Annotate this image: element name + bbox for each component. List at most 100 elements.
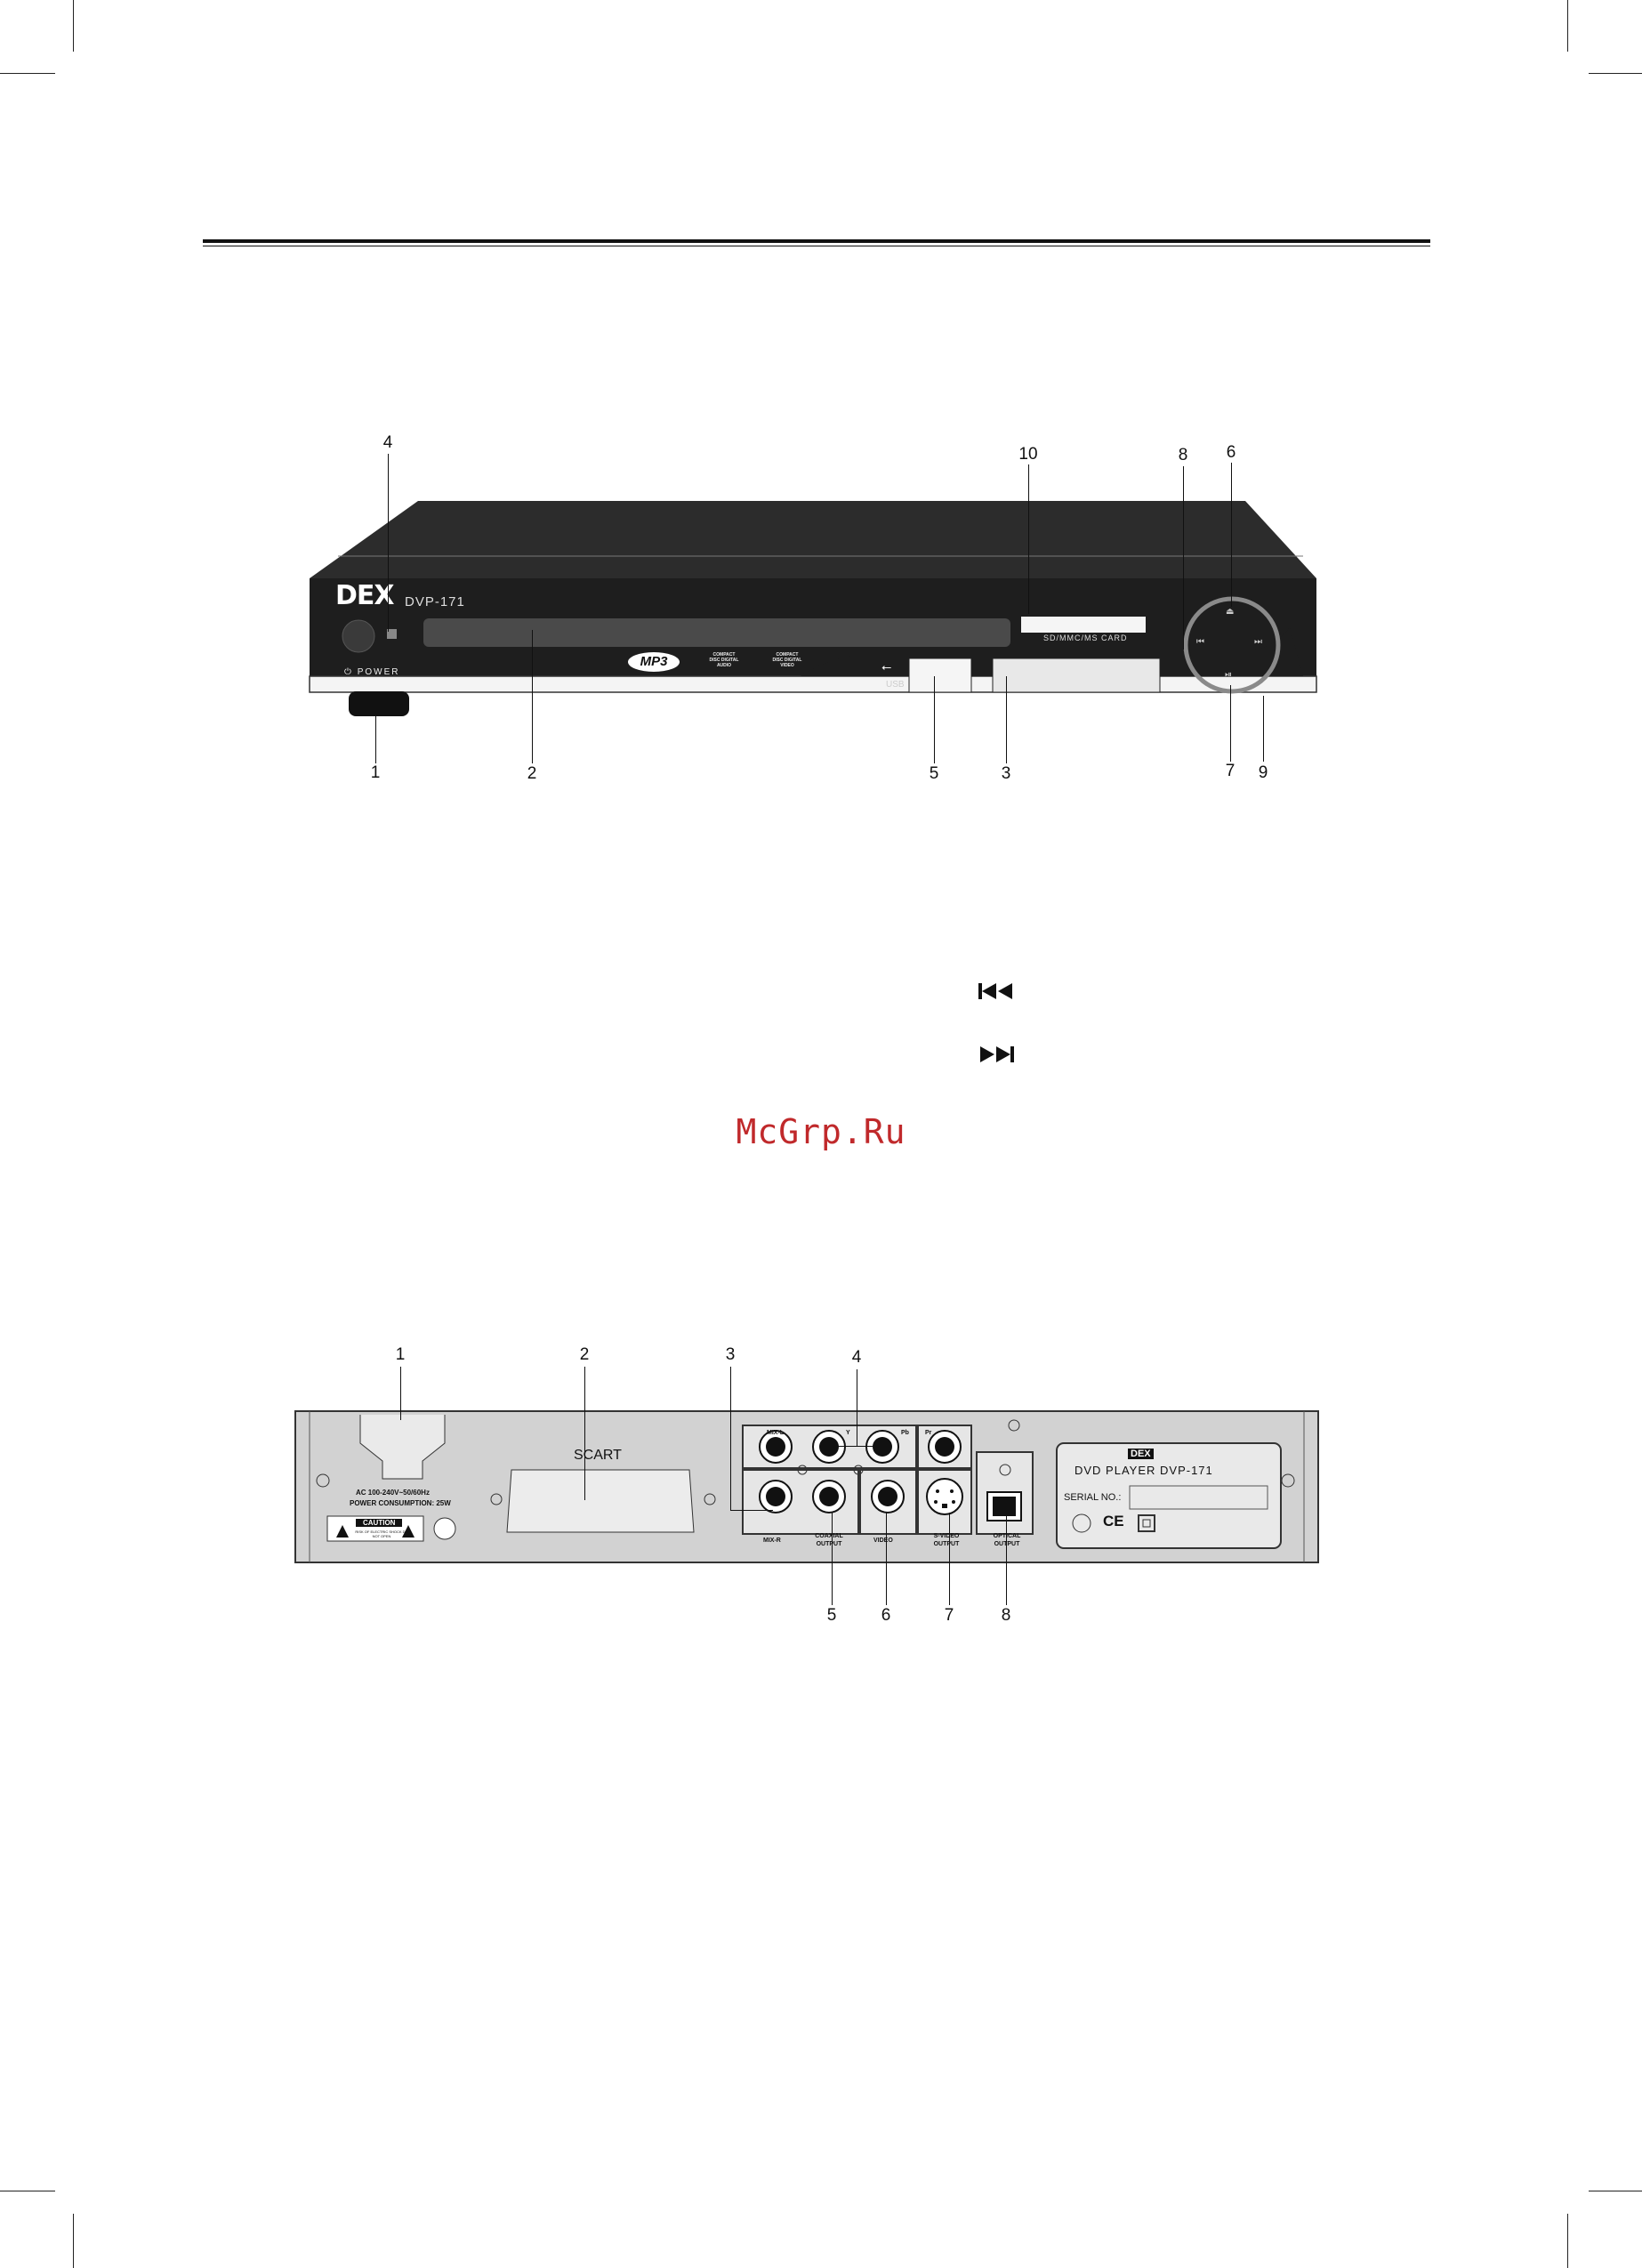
recycle-icon (1072, 1513, 1091, 1533)
rear-leader-5 (832, 1513, 833, 1605)
front-callout-7: 7 (1225, 762, 1236, 780)
ir-window (387, 629, 397, 639)
caution-sublabel: RISK OF ELECTRIC SHOCK DO NOT OPEN (355, 1529, 408, 1538)
front-callout-10: 10 (1018, 445, 1038, 464)
ac-rating-line2: POWER CONSUMPTION: 25W (350, 1499, 451, 1507)
previous-track-icon (978, 983, 1012, 999)
scart-label: SCART (574, 1448, 622, 1463)
optical-screw (999, 1464, 1011, 1476)
double-insulation-icon (1138, 1514, 1155, 1532)
front-leader-7 (1230, 685, 1231, 762)
disc-logo-video: COMPACT DISC DIGITAL VIDEO (772, 652, 802, 668)
rear-leader-4-bar (830, 1446, 883, 1447)
plate-brand-logo: DEX (1128, 1449, 1154, 1459)
rear-leader-2 (584, 1367, 585, 1500)
rear-leader-6 (886, 1513, 887, 1605)
screw-upper (1008, 1419, 1020, 1432)
front-leader-9 (1263, 696, 1264, 762)
front-callout-8: 8 (1178, 446, 1188, 464)
serial-label: SERIAL NO.: (1064, 1492, 1122, 1503)
scart-screw-left (490, 1493, 503, 1505)
front-callout-6: 6 (1226, 443, 1236, 462)
serial-field (1129, 1485, 1268, 1510)
rear-leader-1 (400, 1367, 401, 1420)
power-button (349, 691, 409, 716)
rear-callout-3: 3 (725, 1345, 736, 1364)
y-label: Y (846, 1430, 850, 1436)
rear-panel-diagram (294, 1410, 1319, 1563)
front-callout-5: 5 (929, 764, 939, 783)
crop-mark (73, 2214, 74, 2268)
front-callout-9: 9 (1258, 763, 1268, 782)
ring-prev-icon: ⏮ (1196, 637, 1204, 647)
video-label: VIDEO (873, 1538, 893, 1544)
display-window (423, 618, 1010, 647)
door-panel (992, 658, 1161, 693)
card-slot-label: SD/MMC/MS CARD (1043, 634, 1128, 642)
rear-callout-7: 7 (944, 1606, 954, 1625)
rear-leader-3-hook (730, 1510, 773, 1511)
scart-screw-right (704, 1493, 716, 1505)
side-mount-right (1281, 1473, 1295, 1488)
side-mount-left (316, 1473, 330, 1488)
next-track-icon (980, 1046, 1014, 1062)
rear-leader-7 (949, 1513, 950, 1605)
front-base (309, 675, 1317, 693)
rear-leader-3 (730, 1367, 731, 1511)
ring-next-icon: ⏭ (1254, 637, 1262, 647)
ce-mark: CE (1103, 1513, 1124, 1529)
warning-triangle-icon (336, 1525, 349, 1538)
rear-callout-2: 2 (579, 1345, 590, 1364)
rear-callout-5: 5 (826, 1606, 837, 1625)
caution-label: CAUTION (356, 1519, 403, 1527)
optical-label: OPTICALOUTPUT (994, 1533, 1021, 1547)
front-top-cover (310, 501, 1316, 578)
front-model-label: DVP-171 (405, 594, 465, 609)
rear-leader-8 (1006, 1513, 1007, 1605)
plate-title: DVD PLAYER DVP-171 (1075, 1464, 1213, 1477)
jack-svideo (926, 1478, 963, 1515)
usb-port (908, 658, 972, 693)
ring-play-icon: ⏯ (1225, 670, 1232, 680)
crop-mark (73, 0, 74, 52)
crop-mark (1589, 73, 1642, 74)
front-callout-2: 2 (527, 764, 537, 783)
front-callout-3: 3 (1001, 764, 1011, 783)
front-leader-3 (1006, 676, 1007, 763)
rear-callout-6: 6 (881, 1606, 891, 1625)
ring-eject-icon: ⏏ (1226, 607, 1235, 617)
front-leader-4 (388, 454, 389, 632)
crop-mark (1567, 0, 1568, 52)
screw-center (853, 1465, 864, 1475)
front-leader-6 (1231, 463, 1232, 607)
mix-r-label: MIX-R (763, 1538, 781, 1544)
crop-mark (1567, 2214, 1568, 2268)
disc-logo-audio: COMPACT DISC DIGITAL AUDIO (709, 652, 739, 668)
rating-plate (1056, 1442, 1282, 1549)
usb-label: USB (886, 680, 905, 690)
front-panel-diagram (309, 501, 1317, 716)
pb-label: Pb (901, 1430, 909, 1436)
power-inlet (359, 1415, 446, 1480)
rear-callout-8: 8 (1001, 1606, 1011, 1625)
front-leader-10 (1028, 464, 1029, 614)
control-ring (1183, 596, 1281, 694)
usb-icon: ⭠ (881, 659, 892, 674)
card-slot (1021, 617, 1146, 633)
front-leader-5 (934, 676, 935, 763)
front-power-label: ⏻ POWER (344, 667, 400, 677)
rear-callout-1: 1 (395, 1345, 406, 1364)
front-callout-1: 1 (370, 763, 381, 782)
ir-sensor-grille (342, 619, 375, 653)
header-rule (203, 239, 1430, 243)
crop-mark (0, 73, 55, 74)
globe-icon (433, 1517, 456, 1540)
watermark: McGrp.Ru (736, 1112, 906, 1151)
pr-label: Pr (925, 1430, 932, 1436)
mix-l-label: MIX-L (767, 1430, 785, 1436)
front-callout-4: 4 (382, 433, 393, 452)
warning-triangle-icon (402, 1525, 415, 1538)
front-leader-8 (1183, 466, 1184, 650)
